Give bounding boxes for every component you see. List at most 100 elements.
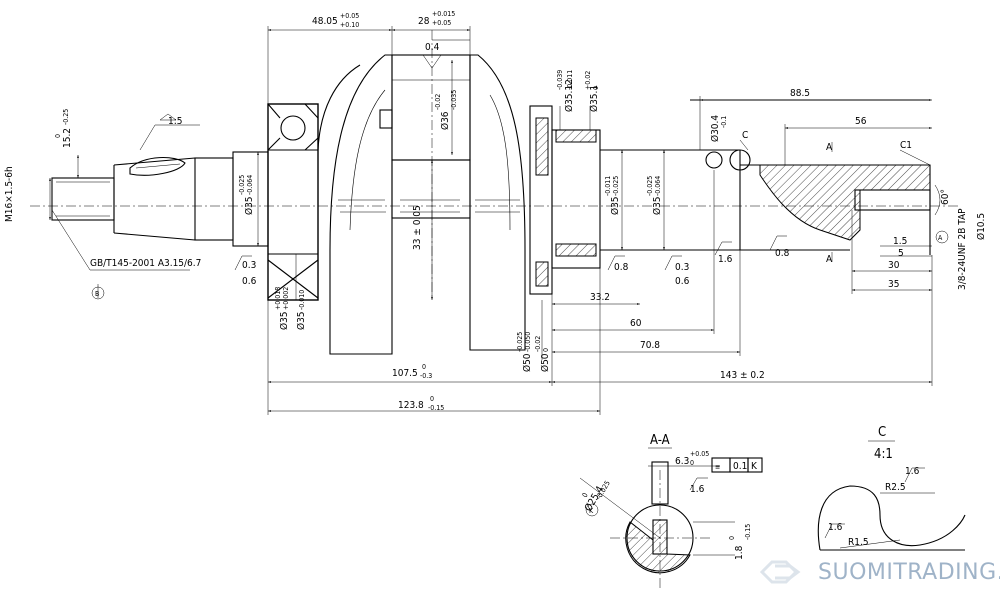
rough-1-6: 1.6 [718,254,733,265]
dim-thread: M16×1.5-6h [4,166,15,222]
rough-0-3: 0.3 [242,260,256,271]
dim-6-3: 6.3 [675,456,689,467]
tol: -0.25 [62,109,70,125]
dim-taper: 1:5 [168,116,182,127]
datum-b: B [95,290,99,298]
dim-33: 33 ± 0.05 [412,205,423,250]
dim-48-05: 48.05 [312,16,338,27]
main-journal-left [232,103,319,301]
dim-28: 28 [418,16,430,27]
main-annotations: 48.05 +0.05 +0.10 28 +0.015 +0.05 0.4 15… [4,10,987,412]
tol: -0.025 [612,176,620,196]
tol: -0.011 [566,70,574,90]
tol: -0.011 [604,176,612,196]
crank-pin [391,30,471,300]
tol: 0 [422,363,426,371]
tol: 0 [54,134,62,138]
section-a-a-title: A-A [650,433,670,448]
dim-30: 30 [888,260,900,271]
dim-35: 35 [888,279,899,290]
dim-5: 5 [898,248,904,259]
flange [529,105,740,295]
datum-a: A [938,234,943,242]
tol: 0 [728,536,736,540]
dim-35: Ø35 [243,196,255,215]
dim-35-c: Ø35 [295,311,307,330]
chamfer-c1: C1 [900,140,912,151]
dim-35-1: Ø35.1 [588,85,600,112]
tol: -0.025 [516,332,524,352]
watermark-logo [759,560,801,584]
tol: -0.02 [434,94,442,110]
detail-scale: 4:1 [874,447,893,462]
radius-1-5: R1.5 [848,537,869,548]
section-a-bottom: A [826,254,833,265]
tol: -0.02 [534,336,542,352]
dim-35-b: Ø35 [278,311,290,330]
angle-60: 60° [940,189,951,205]
tol: 0 [592,86,600,90]
dim-33-2: 33.2 [590,292,610,303]
tol: +0.05 [690,450,709,458]
dim-10-5: Ø10.5 [975,213,987,240]
tol: 0 [581,492,590,499]
symmetry-symbol: ≡ [715,463,720,471]
threaded-end [51,157,234,241]
section-a-a: A-A ≡ 0.1 K 6.3 +0.05 0 1.6 Ø25.4 0 -0.0… [579,433,763,590]
tol: -0.15 [428,404,444,412]
tol: 0 [542,348,550,352]
tol: -0.064 [246,175,254,195]
dim-35-025: Ø35 [651,196,663,215]
tol: +0.05 [432,19,451,27]
tol: +0.018 [274,287,282,310]
rough-0-3: 0.3 [675,262,689,273]
tol: 0 [690,459,694,467]
dim-15-2: 15.2 [62,128,73,148]
tol: -0.025 [238,175,246,195]
dim-36: Ø36 [439,111,451,130]
dim-107-5: 107.5 [392,368,418,379]
crank-web-left [317,54,420,355]
tol: +0.015 [432,10,455,18]
rough-0-6: 0.6 [675,276,690,287]
crank-web-right [469,54,526,351]
rough-1-6: 1.6 [690,484,705,495]
tol: +0.10 [340,21,359,29]
tol-0-1: 0.1 [733,461,747,472]
rough-0-8: 0.8 [775,248,790,259]
dim-35-12: Ø35.12 [563,79,575,112]
tol: -0.064 [654,176,662,196]
dim-50-b: Ø50 [539,353,551,372]
dim-70-8: 70.8 [640,340,660,351]
dim-60: 60 [630,318,642,329]
dim-30-4: Ø30.4 [709,115,721,142]
center-hole-spec: GB/T145-2001 A3.15/6.7 [90,258,201,269]
dim-88-5: 88.5 [790,88,810,99]
rough-0-8: 0.8 [614,262,629,273]
tap-spec: 3/8-24UNF 2B TAP [957,208,968,290]
dim-50: Ø50 [521,353,533,372]
dim-56: 56 [855,116,867,127]
detail-c: C 4:1 1.6 R2.5 1.6 R1.5 [817,425,966,551]
tol: -0.010 [298,290,306,310]
watermark-text: SUOMITRADING.fi [818,560,1000,585]
tol: -0.15 [744,524,752,540]
rough-1-6: 1.6 [905,466,920,477]
dim-35-011: Ø35 [609,196,621,215]
tol: +0.05 [340,12,359,20]
dimensions-main [49,26,949,415]
section-a-top: A [826,142,833,153]
main-view: 48.05 +0.05 +0.10 28 +0.015 +0.05 0.4 15… [4,10,987,415]
datum-k-circle: K [589,507,594,515]
rough-1-6: 1.6 [828,522,843,533]
detail-c-title: C [878,425,886,440]
dim-0-4: 0.4 [425,42,440,53]
dim-1-8: 1.8 [734,545,745,560]
tol: -0.050 [524,332,532,352]
rough-0-6: 0.6 [242,276,257,287]
tol: +0.002 [282,287,290,310]
tol: +0.02 [584,71,592,90]
tol: -0.035 [450,90,458,110]
tol: -0.1 [720,116,728,128]
